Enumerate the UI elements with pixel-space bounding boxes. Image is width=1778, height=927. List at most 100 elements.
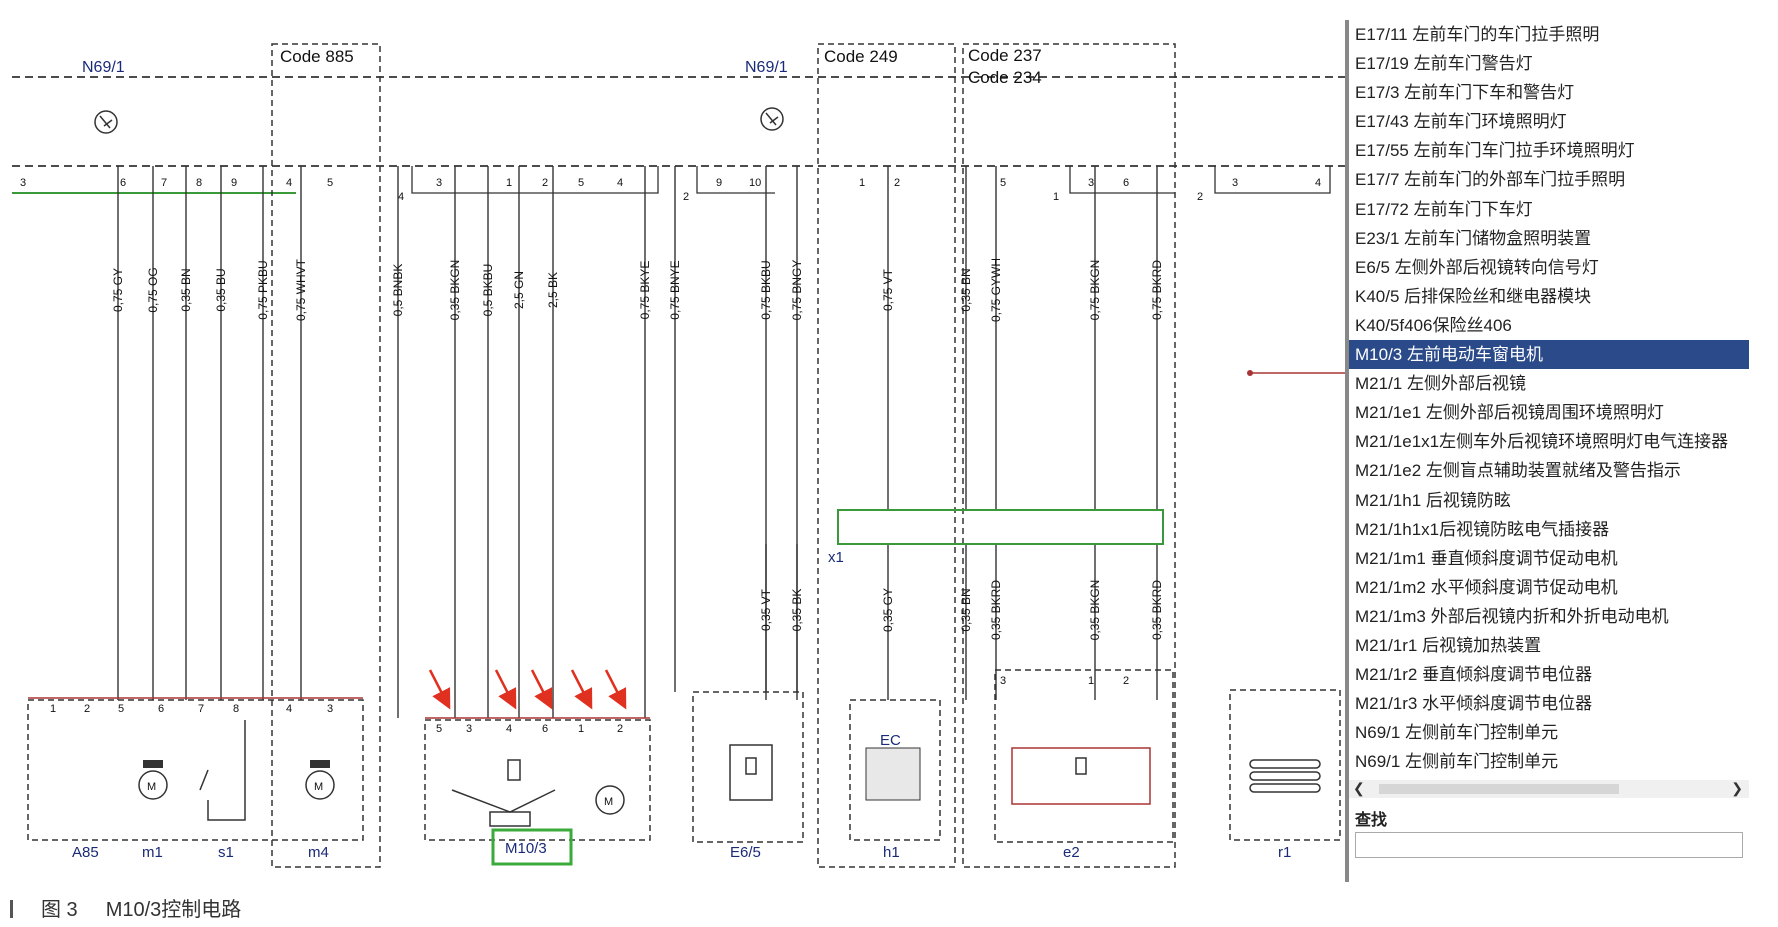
component-label: h1 (883, 844, 900, 861)
bottom-pin: 1 (50, 703, 56, 715)
bottom-pin: 1 (578, 723, 584, 735)
component-label: M10/3 (505, 840, 547, 857)
code-885-label: Code 885 (280, 47, 354, 66)
list-item[interactable]: M21/1e2 左侧盲点辅助装置就绪及警告指示 (1355, 461, 1681, 481)
list-item[interactable]: M21/1r2 垂直倾斜度调节电位器 (1355, 665, 1593, 685)
list-item[interactable]: E17/72 左前车门下车灯 (1355, 199, 1533, 219)
pin-group-label: 3 (20, 177, 26, 189)
lamp-e2-icon (1075, 757, 1087, 775)
list-item[interactable]: M21/1m1 垂直倾斜度调节促动电机 (1355, 548, 1618, 568)
m10-3-highlight-box (491, 828, 573, 866)
code-237-label: Code 237 (968, 46, 1042, 65)
pin-number: 1 (506, 177, 512, 189)
list-item[interactable]: N69/1 左侧前车门控制单元 (1355, 752, 1559, 772)
pin-number: 6 (120, 177, 126, 189)
wire-label: 0,75 OG (146, 267, 160, 312)
horizontal-scrollbar[interactable]: ❮ ❯ (1349, 780, 1749, 798)
bottom-pin: 8 (233, 703, 239, 715)
pin-number: 3 (1232, 177, 1238, 189)
list-item[interactable]: K40/5f406保险丝406 (1355, 315, 1512, 335)
list-item[interactable]: M10/3 左前电动车窗电机 (1349, 340, 1749, 370)
code-249-label: Code 249 (824, 47, 898, 66)
wire-label: 0,75 BNYE (668, 260, 682, 319)
svg-text:M: M (314, 781, 323, 793)
bottom-pin: 3 (327, 703, 333, 715)
search-input[interactable] (1355, 832, 1743, 858)
module-e6-5 (692, 691, 804, 843)
scroll-left-icon[interactable]: ❮ (1353, 780, 1365, 796)
connector-n69-right: N69/1 (745, 59, 788, 76)
module-a85 (27, 699, 364, 841)
motor-m1-icon: M (138, 760, 168, 800)
pin-number: 4 (286, 177, 292, 189)
list-item[interactable]: M21/1e1x1左侧车外后视镜环境照明灯电气连接器 (1355, 432, 1729, 452)
list-item[interactable]: E17/11 左前车门的车门拉手照明 (1355, 25, 1600, 44)
module-r1 (1229, 689, 1341, 841)
list-item[interactable]: K40/5 后排保险丝和继电器模块 (1355, 286, 1592, 306)
list-item[interactable]: E17/19 左前车门警告灯 (1355, 54, 1533, 74)
bottom-pin: 2 (1123, 675, 1129, 687)
pin-number: 2 (542, 177, 548, 189)
module-h1 (849, 699, 941, 841)
pin-number: 4 (617, 177, 623, 189)
wire-label: 0,5 BKBU (481, 264, 495, 317)
list-item[interactable]: M21/1h1x1后视镜防眩电气插接器 (1355, 519, 1610, 539)
list-item[interactable]: E17/3 左前车门下车和警告灯 (1355, 83, 1575, 103)
list-item[interactable]: M21/1 左侧外部后视镜 (1355, 374, 1526, 394)
list-item[interactable]: E17/55 左前车门车门拉手环境照明灯 (1355, 141, 1635, 161)
wire-label: 0,35 GY (881, 588, 895, 632)
ground-symbol-right (760, 107, 784, 131)
wire-label: 0,35 BK (790, 589, 804, 632)
wire-label: 0,75 BKBU (759, 260, 773, 319)
pin-number: 9 (716, 177, 722, 189)
figure-title: M10/3控制电路 (105, 899, 242, 921)
wiring-diagram: N69/1 N69/1 Code 885 Code 249 Code 237 C… (12, 43, 1345, 868)
list-item[interactable]: M21/1m2 水平倾斜度调节促动电机 (1355, 577, 1618, 597)
component-label: m4 (308, 844, 329, 861)
list-item[interactable]: M21/1r3 水平倾斜度调节电位器 (1355, 694, 1593, 714)
module-m10-3 (424, 719, 651, 841)
list-item[interactable]: E6/5 左侧外部后视镜转向信号灯 (1355, 257, 1599, 277)
bottom-pin: 2 (84, 703, 90, 715)
wire-label: 0,35 BN (179, 268, 193, 311)
wire-label: 0,35 VT (759, 588, 773, 631)
list-item[interactable]: N69/1 左侧前车门控制单元 (1355, 723, 1559, 743)
list-item[interactable]: M21/1e1 左侧外部后视镜周围环境照明灯 (1355, 403, 1664, 423)
pin-number: 3 (436, 177, 442, 189)
list-item[interactable]: M21/1m3 外部后视镜内折和外折电动电机 (1355, 606, 1669, 626)
component-label: m1 (142, 844, 163, 861)
caption-bar (10, 900, 13, 918)
list-item[interactable]: M21/1h1 后视镜防眩 (1355, 490, 1511, 510)
bottom-pin: 2 (617, 723, 623, 735)
list-item[interactable]: M21/1r1 后视镜加热装置 (1355, 635, 1542, 655)
list-item[interactable]: E17/7 左前车门的外部车门拉手照明 (1355, 170, 1626, 190)
red-arrows (428, 669, 627, 710)
component-label: E6/5 (730, 844, 761, 861)
component-list[interactable]: E17/11 左前车门的车门拉手照明 E17/19 左前车门警告灯 E17/3 左前… (1349, 20, 1749, 772)
switch-s1-icon (199, 720, 246, 821)
pin-number: 1 (859, 177, 865, 189)
list-item[interactable]: E23/1 左前车门储物盒照明装置 (1355, 228, 1592, 248)
pin-group-label: 2 (1197, 191, 1203, 203)
wire-label: 0,5 BNBK (391, 264, 405, 317)
list-item[interactable]: E17/43 左前车门环境照明灯 (1355, 112, 1567, 132)
scrollbar-thumb[interactable] (1379, 784, 1619, 794)
bottom-pin: 5 (436, 723, 442, 735)
ec-label: EC (880, 732, 901, 749)
pin-group-label: 1 (1053, 191, 1059, 203)
pin-number: 7 (161, 177, 167, 189)
wire-label: 0,75 GY (111, 268, 125, 312)
pin-group-label: 4 (398, 191, 404, 203)
component-label: e2 (1063, 844, 1080, 861)
pin-number: 4 (1315, 177, 1321, 189)
bottom-pin: 1 (1088, 675, 1094, 687)
connector-x1 (837, 509, 1164, 545)
ec-box (865, 747, 921, 801)
wire-label: 0,35 BKRD (1150, 580, 1164, 640)
component-label: r1 (1278, 844, 1291, 861)
wire-label: 2,5 GN (512, 271, 526, 309)
bottom-pin: 6 (542, 723, 548, 735)
scroll-right-icon[interactable]: ❯ (1731, 780, 1743, 796)
pin-number: 5 (327, 177, 333, 189)
connector-x1-label: x1 (828, 549, 844, 566)
